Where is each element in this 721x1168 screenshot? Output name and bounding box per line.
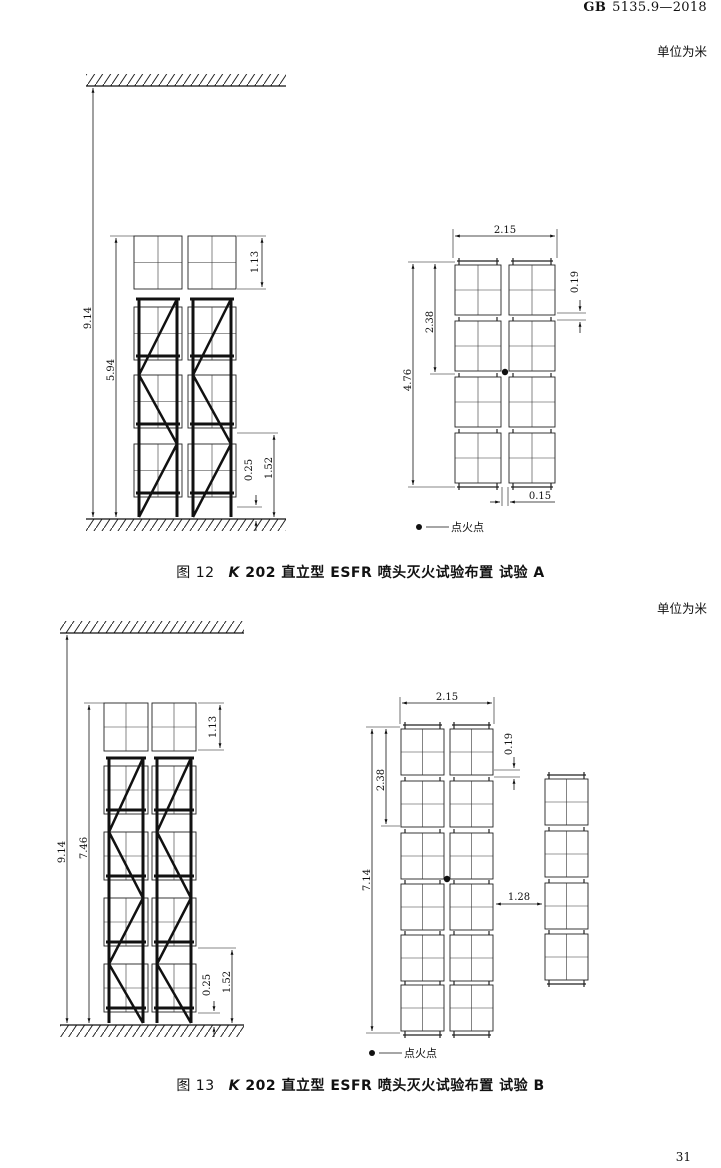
fig13-legend-dot xyxy=(369,1050,375,1056)
fig13-caption: 图 13 K 202 直立型 ESFR 喷头灭火试验布置 试验 B xyxy=(0,1075,721,1095)
fig12-dim-length: 4.76 xyxy=(403,369,414,391)
page-number: 31 xyxy=(675,1150,691,1164)
fig12-dim-ceiling: 9.14 xyxy=(83,307,94,329)
fig12-ignition-point xyxy=(501,368,509,376)
fig12-legend-label: 点火点 xyxy=(451,521,484,534)
fig13-dim-aisle: 1.28 xyxy=(508,892,530,903)
fig13-dim-stack: 7.46 xyxy=(79,837,90,859)
fig12-brace-2-1 xyxy=(191,298,233,376)
fig12-brace-2-3 xyxy=(191,443,233,518)
fig13-legend-label: 点火点 xyxy=(404,1047,437,1060)
fig13-brace-1-2 xyxy=(107,831,145,899)
fig13-dim-length: 7.14 xyxy=(362,869,373,891)
fig13-dim-flue: 0.19 xyxy=(504,733,515,755)
fig12-dim-flue: 0.19 xyxy=(570,271,581,293)
fig12-side-elevation: 9.14 5.94 1.13 0.25 1.52 xyxy=(83,74,286,531)
fig13-dim-tier: 1.52 xyxy=(222,971,233,993)
fig13-brace-2-4 xyxy=(155,963,193,1024)
fig12-number: 图 12 xyxy=(176,565,215,581)
fig13-title: 202 直立型 ESFR 喷头灭火试验布置 试验 B xyxy=(239,1078,545,1094)
standard-number: 5135.9—2018 xyxy=(612,0,707,15)
fig12-dim-tier: 1.52 xyxy=(264,457,275,479)
fig12-plan-view: 2.15 4.76 2.38 0.19 0.15 xyxy=(403,225,586,534)
fig13-brace-1-4 xyxy=(107,963,145,1024)
fig12-dim-bottom-gap: 0.25 xyxy=(244,459,255,481)
fig12-dim-stack: 5.94 xyxy=(106,359,117,381)
fig13-dim-top-clear: 1.13 xyxy=(208,716,219,738)
unit-label-1: 单位为米 xyxy=(656,44,707,59)
fig13-k-symbol: K xyxy=(228,1078,240,1094)
fig13-ignition-point xyxy=(443,875,451,883)
fig12-legend-dot xyxy=(416,524,422,530)
fig13-brace-1-1 xyxy=(107,757,145,833)
fig13-brace-2-2 xyxy=(155,831,193,899)
fig13-plan-view: 2.15 7.14 2.38 0.19 1.28 点火点 xyxy=(362,692,589,1060)
fig12-caption: 图 12 K 202 直立型 ESFR 喷头灭火试验布置 试验 A xyxy=(0,562,721,582)
fig12-title: 202 直立型 ESFR 喷头灭火试验布置 试验 A xyxy=(239,565,545,581)
fig12-brace-1-1 xyxy=(137,298,179,376)
standard-code: GB xyxy=(583,0,607,15)
fig13-dim-ceiling: 9.14 xyxy=(57,841,68,863)
fig12-dim-top-clear: 1.13 xyxy=(250,251,261,273)
fig13-brace-2-3 xyxy=(155,897,193,965)
fig13-dim-bottom-gap: 0.25 xyxy=(202,974,213,996)
fig12-dim-width: 2.15 xyxy=(494,225,516,236)
fig13-brace-1-3 xyxy=(107,897,145,965)
fig13-brace-2-1 xyxy=(155,757,193,833)
fig12-dim-gap: 0.15 xyxy=(529,491,551,502)
fig12-dim-module: 2.38 xyxy=(425,311,436,333)
fig12-brace-2-2 xyxy=(191,374,233,445)
fig12-brace-1-3 xyxy=(137,443,179,518)
fig12-k-symbol: K xyxy=(228,565,240,581)
fig12-brace-1-2 xyxy=(137,374,179,445)
fig13-side-elevation: 9.14 7.46 1.13 0.25 1.52 xyxy=(57,621,244,1037)
fig13-dim-width: 2.15 xyxy=(436,692,458,703)
unit-label-2: 单位为米 xyxy=(656,601,707,616)
standard-header: GB 5135.9—2018 xyxy=(583,0,707,15)
fig13-number: 图 13 xyxy=(176,1078,215,1094)
fig13-dim-module: 2.38 xyxy=(376,769,387,791)
